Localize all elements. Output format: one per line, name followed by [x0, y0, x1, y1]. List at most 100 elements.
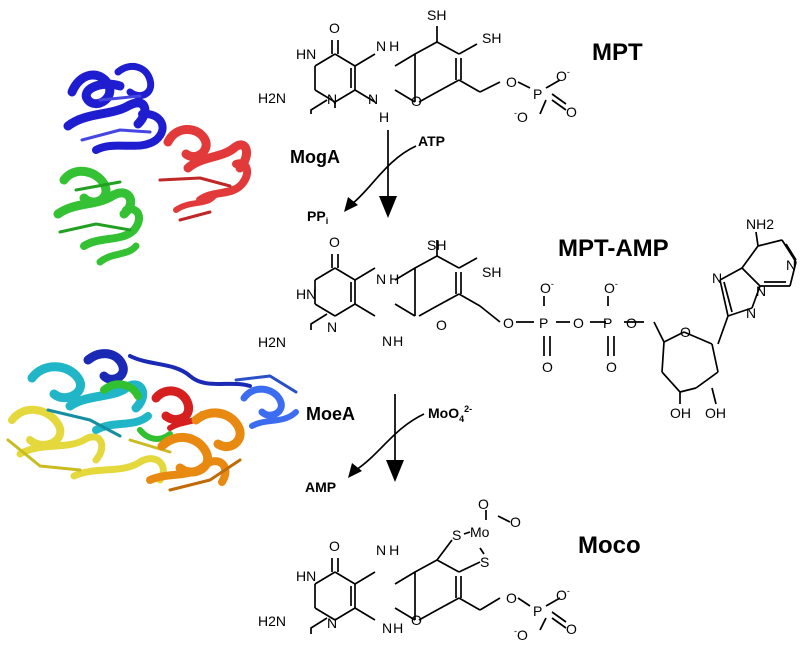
moco-amino: H2N	[258, 613, 286, 629]
moco-mo-o-2: O	[510, 514, 521, 530]
mpt-n8-h: H	[379, 109, 389, 125]
moea-domain-green	[100, 380, 173, 442]
moga-chain-green	[53, 166, 144, 266]
moea-domain-lightblue	[234, 374, 299, 429]
moga-chain-blue	[63, 62, 167, 154]
mpt-n8: N	[368, 91, 378, 107]
molybdate-label: MoO42-	[428, 404, 472, 424]
moco-o1: O	[556, 587, 567, 603]
mpt-ester-o: O	[506, 74, 517, 90]
mpt-amp-n5h-n: N	[376, 271, 386, 287]
mpt-amp-p2-charge: -	[615, 279, 618, 289]
step1-arrows	[344, 130, 417, 218]
step2-arrows	[348, 394, 425, 482]
mpt-amp-carbonyl-o: O	[329, 234, 340, 250]
mpt-amp-ring-o: O	[436, 317, 447, 333]
moco-o2: O	[517, 627, 528, 643]
adenine-amino: NH2	[746, 216, 774, 232]
mpt-amp-sh-1: SH	[427, 237, 446, 253]
moco-charge-1: -	[567, 586, 570, 596]
mpt-sh-2: SH	[482, 30, 501, 46]
step1-main-arrowhead	[379, 196, 397, 218]
atp-label: ATP	[418, 133, 445, 149]
moea-domain-cyan	[27, 362, 152, 438]
mpt-double-o: O	[566, 104, 577, 120]
mpt-charge-1: -	[567, 67, 570, 77]
adenine-n3: N	[756, 283, 766, 299]
ribose-oh-2: OH	[705, 405, 726, 421]
moco-s-2: S	[480, 554, 489, 570]
amp-label: AMP	[305, 479, 336, 495]
mpt-amp-ester-o: O	[503, 315, 514, 331]
adenine-n7: N	[712, 270, 722, 286]
ppi-main: PP	[307, 208, 326, 224]
mpt-amp-n8h-h: H	[393, 333, 403, 349]
moco-double-o: O	[566, 621, 577, 637]
mpt-amp-p1-o: O	[540, 280, 551, 296]
mpt-amp-n5h-h: H	[389, 271, 399, 287]
mpt-o2: O	[517, 109, 528, 125]
step2-side-arrowhead	[348, 463, 362, 478]
mpt-amp-n3h: HN	[296, 286, 316, 302]
mpt-label: MPT	[592, 39, 643, 66]
moga-label: MogA	[290, 147, 340, 167]
moco-n5h-h: H	[389, 542, 399, 558]
mpt-o-minus-1: O-	[556, 67, 570, 84]
moea-domain-blue	[83, 349, 252, 388]
moco-s-1: S	[452, 527, 461, 543]
moga-protein-structure	[53, 62, 252, 266]
moea-label: MoeA	[306, 404, 355, 424]
moea-protein-structure	[6, 349, 299, 492]
mpt-amp-n8h-n: N	[382, 333, 392, 349]
moco-mo-o-1: O	[478, 496, 489, 512]
moco-ring-o: O	[411, 612, 422, 628]
mpt-amp-bridge-o: O	[573, 315, 584, 331]
mpt-amp-p1: P	[539, 315, 548, 331]
moco-n1: N	[327, 615, 337, 631]
moco-molybdenum: Mo	[470, 524, 490, 540]
mpt-sh-1: SH	[427, 7, 446, 23]
step1-side-arrowhead	[344, 197, 358, 212]
moco-carbonyl-o: O	[329, 538, 340, 554]
mpt-amp-sh-2: SH	[482, 264, 501, 280]
moco-phosphorus: P	[533, 603, 542, 619]
moco-o-minus-2: -O	[514, 626, 528, 643]
ribose-ring-o: O	[680, 324, 691, 340]
mpt-amino: H2N	[258, 90, 286, 106]
ppi-sub: i	[326, 216, 329, 226]
mpt-o-minus-2: -O	[514, 108, 528, 125]
ppi-label: PPi	[307, 208, 328, 226]
moco-n8h-n: N	[382, 620, 392, 636]
moea-domain-orange	[146, 408, 245, 492]
adenine-n1: N	[786, 257, 796, 273]
mpt-amp-p2-o: O	[604, 280, 615, 296]
mpt-carbonyl-o: O	[329, 20, 340, 36]
moco-n5h-n: N	[376, 542, 386, 558]
mpt-amp-p2: P	[603, 315, 612, 331]
molybdate-sup: 2-	[464, 404, 472, 414]
moco-label: Moco	[578, 532, 641, 559]
moco-ester-o: O	[506, 590, 517, 606]
mpt-n3h: HN	[296, 46, 316, 62]
mpt-charge-2: -	[514, 108, 517, 118]
mpt-amp-p1-ominus: O-	[540, 279, 554, 296]
mpt-amp-p2-double-o: O	[606, 359, 617, 375]
moco-o-minus-1: O-	[556, 586, 570, 603]
mpt-amp-amino: H2N	[258, 334, 286, 350]
mpt-n1: N	[327, 91, 337, 107]
mpt-amp-n1: N	[327, 319, 337, 335]
moco-n3h: HN	[296, 568, 316, 584]
mpt-amp-label: MPT-AMP	[558, 235, 669, 262]
adenine-n9: N	[746, 305, 756, 321]
mpt-amp-p1-charge: -	[551, 279, 554, 289]
molybdate-sub: 4	[459, 414, 464, 424]
ribose-oh-1: OH	[670, 405, 691, 421]
mpt-amp-n8h: NH	[382, 333, 403, 349]
mpt-n5h-h: H	[389, 38, 399, 54]
